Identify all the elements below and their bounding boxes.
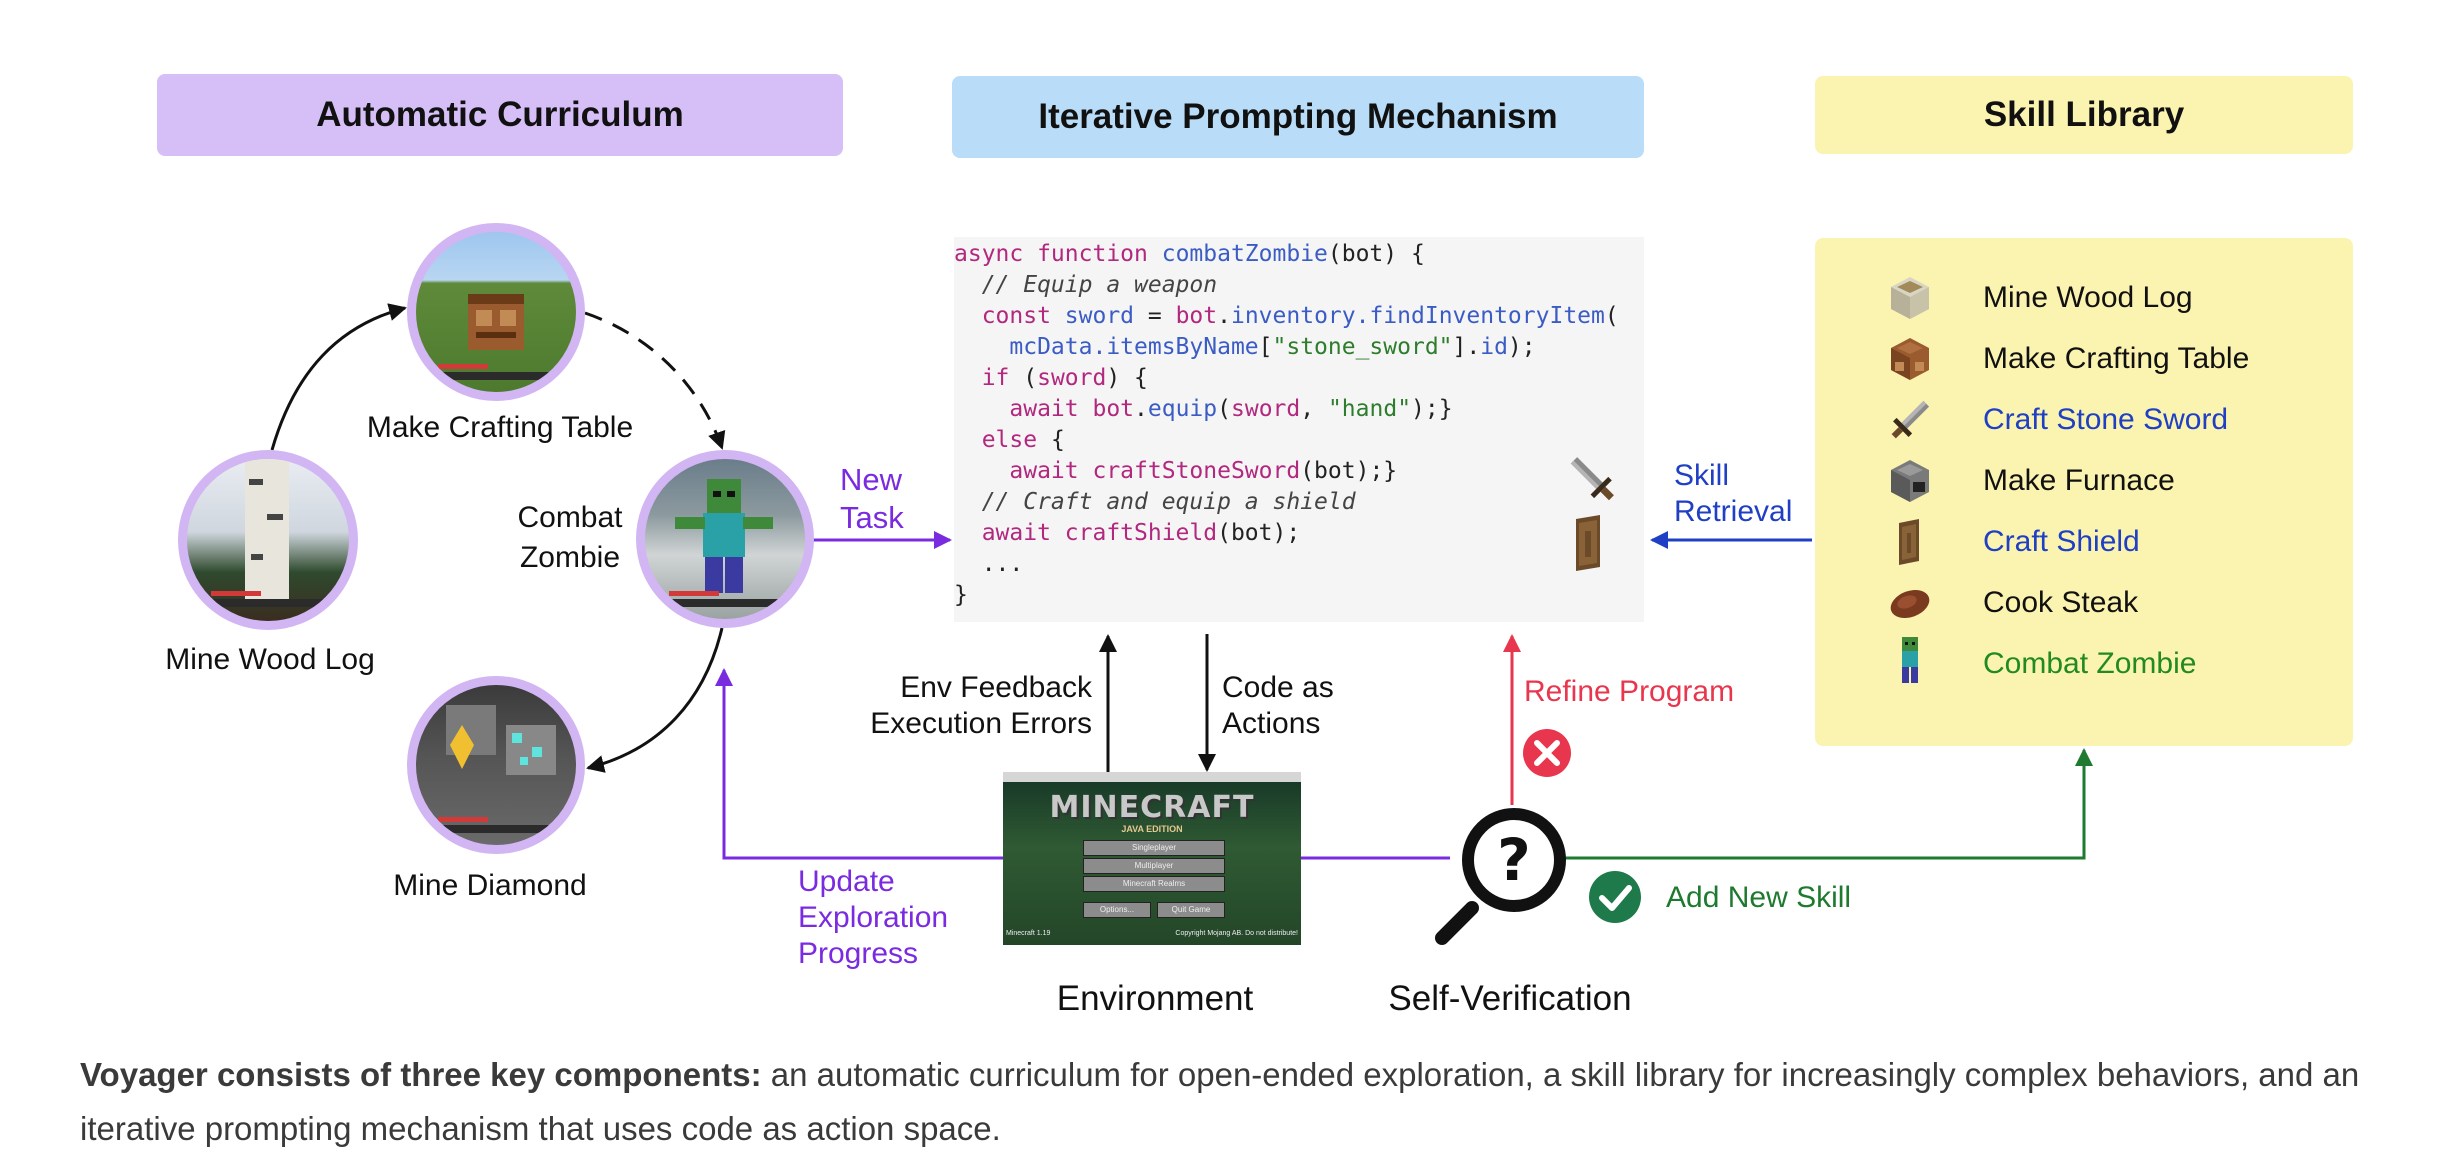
minecraft-logo: MINECRAFT (1049, 790, 1255, 825)
birch-log-icon (207, 459, 331, 607)
shield-icon (1899, 519, 1919, 565)
wood-log-scene (178, 450, 358, 630)
minecraft-window: MINECRAFT JAVA EDITION Singleplayer Mult… (1003, 772, 1301, 945)
skill-row[interactable]: Mine Wood Log (1815, 271, 2353, 325)
code-line-10: await craftShield(bot); (954, 520, 1301, 546)
update-progress-line2: Exploration (798, 901, 949, 934)
skill-label: Mine Wood Log (1983, 281, 2193, 314)
minecraft-copyright: Copyright Mojang AB. Do not distribute! (1175, 930, 1298, 937)
retrieved-shield-icon (1576, 515, 1600, 571)
update-progress-line1: Update (798, 865, 895, 898)
iterative-prompting-header: Iterative Prompting Mechanism (952, 76, 1644, 158)
iterative-prompting-title: Iterative Prompting Mechanism (1038, 97, 1558, 136)
skill-label: Cook Steak (1983, 586, 2139, 619)
svg-text:?: ? (1497, 826, 1531, 894)
check-icon (1589, 871, 1641, 923)
make-crafting-table-label: Make Crafting Table (366, 411, 634, 444)
code-line-4: mcData.itemsByName["stone_sword"].id); (1009, 334, 1536, 360)
skill-library-panel: Mine Wood Log Make Crafting Table Craft … (1815, 238, 2353, 746)
arrow-table-to-combat (584, 311, 726, 450)
code-line-9: // Craft and equip a shield (954, 489, 1356, 515)
code-line-6: await bot.equip(sword, "hand");} (954, 396, 1453, 422)
skill-library-title: Skill Library (1983, 95, 2185, 134)
crafting-table-scene (407, 223, 585, 401)
code-line-12: } (954, 582, 968, 608)
skill-retrieval-label-line1: Skill (1674, 459, 1730, 492)
steak-icon (1890, 589, 1930, 619)
diamond-ore-icon (434, 705, 558, 833)
new-task-label-line1: New (840, 462, 903, 497)
arrow-add-new-skill (1565, 748, 2093, 860)
arrow-wood-to-table (270, 303, 407, 451)
minecraft-edition: JAVA EDITION (1121, 824, 1183, 834)
code-line-2: // Equip a weapon (954, 272, 1218, 298)
mine-diamond-scene (407, 676, 585, 854)
automatic-curriculum-header: Automatic Curriculum (157, 74, 843, 156)
skill-row[interactable]: Make Furnace (1815, 454, 2353, 508)
zombie-icon (1902, 637, 1918, 683)
new-task-label-line2: Task (840, 500, 904, 535)
skill-label: Craft Shield (1983, 525, 2140, 558)
skill-label: Combat Zombie (1983, 647, 2197, 680)
skill-library-header: Skill Library (1815, 76, 2353, 154)
self-verification-label: Self-Verification (1388, 979, 1632, 1018)
add-new-skill-label: Add New Skill (1666, 881, 1852, 914)
combat-label-line1: Combat (517, 501, 623, 534)
skill-row[interactable]: Craft Shield (1815, 515, 2353, 569)
stone-sword-icon (1891, 400, 1930, 439)
skill-row[interactable]: Craft Stone Sword (1815, 393, 2353, 447)
code-line-3: const sword = bot.inventory.findInventor… (954, 303, 1619, 329)
error-x-icon (1523, 729, 1571, 777)
furnace-icon (1891, 460, 1929, 502)
mine-wood-log-label: Mine Wood Log (165, 643, 375, 676)
environment-label: Environment (1056, 979, 1254, 1018)
crafting-table-icon (1891, 338, 1929, 380)
singleplayer-button[interactable]: Singleplayer (1083, 840, 1225, 856)
env-feedback-label-line1: Env Feedback (900, 671, 1092, 704)
options-button[interactable]: Options... (1083, 902, 1151, 918)
retrieved-sword-icon (1570, 457, 1614, 501)
multiplayer-button[interactable]: Multiplayer (1083, 858, 1225, 874)
code-line-1: async function combatZombie(bot) { (954, 241, 1425, 267)
code-block: async function combatZombie(bot) { // Eq… (954, 237, 1644, 622)
skill-row[interactable]: Combat Zombie (1815, 637, 2353, 691)
skill-label: Make Crafting Table (1983, 342, 2250, 375)
minecraft-version: Minecraft 1.19 (1006, 930, 1051, 937)
skill-row[interactable]: Cook Steak (1815, 576, 2353, 630)
arrow-combat-to-diamond (586, 627, 724, 773)
update-progress-line3: Progress (798, 937, 919, 970)
skill-label: Make Furnace (1983, 464, 2175, 497)
wood-log-icon (1891, 277, 1929, 319)
code-line-5: if (sword) { (954, 365, 1148, 391)
code-line-8: await craftStoneSword(bot);} (954, 458, 1398, 484)
refine-program-label: Refine Program (1524, 675, 1735, 708)
caption-bold: Voyager consists of three key components… (80, 1056, 762, 1093)
mine-diamond-label: Mine Diamond (393, 869, 587, 902)
code-line-11: ... (954, 551, 1024, 577)
figure-caption: Voyager consists of three key components… (80, 1048, 2380, 1156)
crafting-table-icon (434, 294, 558, 380)
skill-retrieval-label-line2: Retrieval (1674, 495, 1793, 528)
magnifier-question-icon: ? (1435, 808, 1566, 945)
skill-row[interactable]: Make Crafting Table (1815, 332, 2353, 386)
automatic-curriculum-title: Automatic Curriculum (316, 95, 684, 134)
env-feedback-label-line2: Execution Errors (870, 707, 1092, 740)
code-line-7: else { (954, 427, 1065, 453)
combat-zombie-scene (636, 450, 814, 628)
code-actions-label-line1: Code as (1222, 671, 1334, 704)
skill-label: Craft Stone Sword (1983, 403, 2229, 436)
caption-text: an automatic curriculum for open-ended e… (80, 1056, 2360, 1147)
quit-game-button[interactable]: Quit Game (1157, 902, 1225, 918)
code-actions-label-line2: Actions (1222, 707, 1321, 740)
realms-button[interactable]: Minecraft Realms (1083, 876, 1225, 892)
combat-label-line2: Zombie (519, 541, 621, 574)
zombie-figure-icon (665, 479, 789, 607)
